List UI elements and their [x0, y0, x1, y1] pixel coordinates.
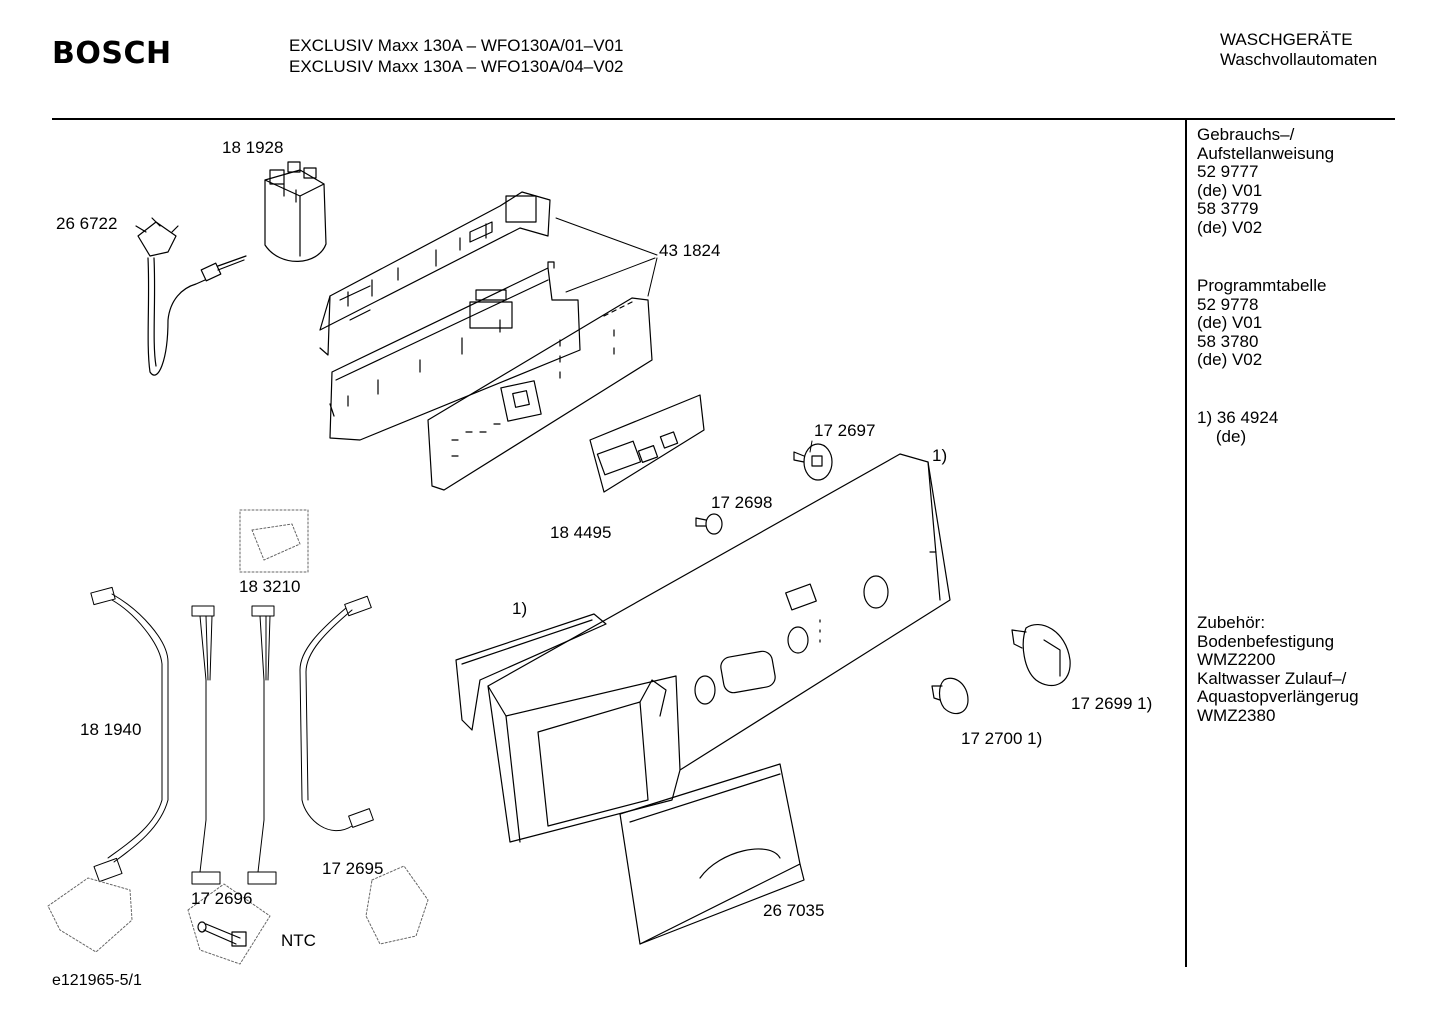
part-label: NTC [281, 931, 316, 950]
part-label: 18 3210 [239, 577, 301, 596]
model-line-1: EXCLUSIV Maxx 130A – WFO130A/01–V01 [289, 36, 624, 55]
model-line-2: EXCLUSIV Maxx 130A – WFO130A/04–V02 [289, 57, 624, 76]
header-divider [52, 118, 1395, 120]
sidebar-accessories: Zubehör: Bodenbefestigung WMZ2200 Kaltwa… [1197, 613, 1359, 725]
power-cord [136, 218, 246, 375]
knob-17-2698 [696, 514, 722, 534]
electronic-board [428, 298, 652, 490]
part-label: 1) [932, 446, 948, 465]
ntc-sensor [198, 922, 246, 946]
category-line-2: Waschvollautomaten [1220, 50, 1378, 69]
part-label: 26 7035 [763, 901, 825, 920]
filter-component [265, 162, 326, 261]
part-label: 1) [512, 599, 528, 618]
ghost-parts [48, 510, 428, 964]
control-module-rail [320, 192, 550, 355]
knob-17-2700 [932, 678, 968, 713]
fascia-panel [488, 454, 950, 842]
gasket [456, 614, 606, 730]
detergent-drawer [620, 764, 804, 944]
part-label: 43 1824 [659, 241, 721, 260]
part-label: 17 2697 [814, 421, 876, 440]
knob-17-2697 [794, 444, 832, 480]
sidebar-note-1: 1) 36 4924 (de) [1197, 408, 1279, 446]
part-label: 26 6722 [56, 214, 118, 233]
brand-logo: BOSCH [52, 36, 172, 71]
part-label: 17 2696 [191, 889, 253, 908]
part-label: 18 1928 [222, 138, 284, 157]
sidebar-manual: Gebrauchs–/ Aufstellanweisung 52 9777 (d… [1197, 125, 1335, 237]
category-line-1: WASCHGERÄTE [1220, 30, 1353, 49]
part-label: 17 2698 [711, 493, 773, 512]
display-board [590, 395, 704, 492]
part-label: 18 1940 [80, 720, 142, 739]
program-knob-17-2699 [1012, 625, 1070, 686]
part-label: 17 2699 1) [1071, 694, 1153, 713]
part-label: 17 2695 [322, 859, 384, 878]
sidebar-divider [1185, 119, 1187, 967]
wire-harnesses [91, 587, 374, 884]
board-holder [330, 262, 580, 440]
exploded-parts-diagram [0, 0, 1185, 1019]
sidebar-program-table: Programmtabelle 52 9778 (de) V01 58 3780… [1197, 276, 1327, 369]
part-label: 18 4495 [550, 523, 612, 542]
part-label: 17 2700 1) [961, 729, 1043, 748]
drawing-id: e121965-5/1 [52, 972, 142, 989]
